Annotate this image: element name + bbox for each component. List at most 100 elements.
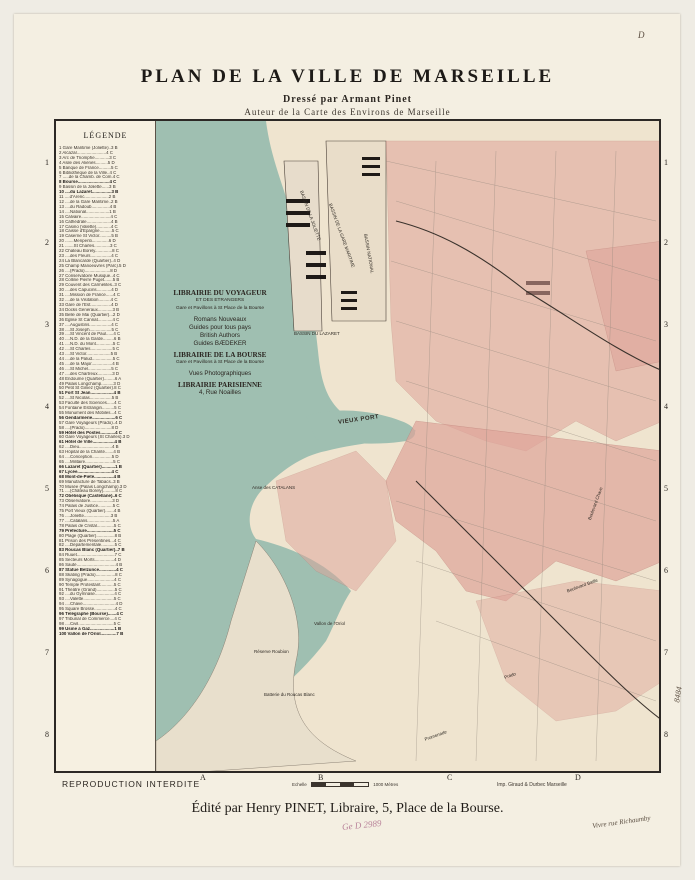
grid-number-left: 4 [45,402,49,411]
legend-item: 59 Hôtel des Postes............4 C [59,430,122,435]
legend-item: 69 Manufacture de Tabacs..3 B [59,479,120,484]
grid-number-left: 2 [45,238,49,247]
legend-item: 15 Calvaire........................4 C [59,214,118,219]
advert-line: LIBRAIRIE PARISIENNE [178,381,262,389]
legend-item: 23 ....des Fleurs.................4 C [59,253,119,258]
advert-line: 4, Rue Noailles [199,389,241,396]
map-subtitle-author: Auteur de la Carte des Environs de Marse… [244,107,451,117]
legend-item: 57 Gare Voyageurs (Prado)..4 D [59,420,122,425]
legend-item: 50 Petit St Giniez (Quartier).8 C [59,386,121,391]
legend-item: 60 Gare Voyageurs (St Charles).3 D [59,435,130,440]
legend-item: 42 ....St Charles..................5 C [59,347,120,352]
legend-item: 12 ....de la Gare Maritime..2 B [59,199,118,204]
legend-heading: LÉGENDE [83,131,128,140]
legend-item: 44 ....de la Palud.................5 C [59,356,120,361]
advert-line: Vues Photographiques [188,370,252,377]
legend-item: 83 Roucas Blanc (Quartier)..7 B [59,548,125,553]
label-anse-catalans: Anse des CATALANS [252,485,296,490]
legend-item: 67 Lycée............................4 C [59,469,119,474]
legend-item: 40 ....N.D. de la Garde.........6 B [59,337,121,342]
advert-line: Guides pour tous pays [189,324,251,331]
legend-item: 10 ....du Lazaret................3 B [59,190,119,195]
legend-item: 31 ....Mission de France......4 C [59,293,121,298]
legend-item: 49 Palais Longchamp..........3 D [59,381,121,386]
grid-number-right: 5 [664,484,668,493]
legend-item: 5 Banque de France..........5 C [59,165,118,170]
legend-item: 85 Secteurs Morts................4 D [59,558,121,563]
advert-line: LIBRAIRIE DE LA BOURSE [173,351,267,359]
legend-item: 82 ....Départementale...........5 C [59,543,122,548]
legend-item: 4 Asile des Aliénés..........5 D [59,160,115,165]
legend-item: 89 Synagogue......................4 C [59,577,121,582]
legend-item: 75 Port Vieux (Quartier).......4 B [59,509,121,514]
legend-item: 77 ....Catalans.....................5 A [59,518,120,523]
legend-item: 25 Champ Manoeuvres (Parc).5 D [59,263,126,268]
legend-item: 68 Mont-de-Piété................4 B [59,474,121,479]
legend-item: 88 Skating (Prado)................8 C [59,572,122,577]
legend-item: 36 Eglise St Cannat............4 C [59,317,120,322]
legend-item: 71 ....(Château Borely)..........8 C [59,489,123,494]
legend-item: 52 ....St Nicolas..................5 B [59,396,119,401]
advert-line: Guides BÆDEKER [193,340,247,347]
label-reserve-roubion: Réserve Roubion [254,649,289,654]
legend-item: 39 ....St Vincent de Paul......4 C [59,332,121,337]
grid-number-right: 6 [664,566,668,575]
legend-item: 61 Hôtel de Ville..................4 B [59,440,122,445]
legend-item: 9 Bassin de la Joliette......3 B [59,185,116,190]
legend-item: 16 Cathédrale....................4 B [59,219,118,224]
grid-letter-b-bottom: B [318,773,324,782]
legend-item: 62 ....Dieu...........................4 … [59,445,119,450]
legend-item: 33 Gare de l'Est.................4 D [59,303,118,307]
grid-number-right: 2 [664,238,668,247]
legend-item: 26 ....(Prado).....................8 D [59,268,118,273]
legend-item: 91 Théâtre (Grand)...............5 C [59,587,122,592]
city-blocks [275,140,659,722]
legend-item: 72 Obélisque (Castellane)..6 C [59,494,122,499]
street-grid [385,150,659,762]
legend-item: 2 Alcazar........................4 C [59,150,113,155]
advert-line: Gare et Pavillons à St Place de la Bours… [176,360,264,365]
legend-item: 63 Hôpital de la Charité.......4 B [59,450,121,455]
legend-item: 66 Lazaret (Quartier)...........1 B [59,464,122,469]
legend-item: 29 Couvent des Carmélites..3 C [59,283,122,288]
label-batterie-roucas: Batterie du Roucas Blanc [264,692,315,697]
grid-number-left: 6 [45,566,49,575]
legend-item: 76 ....Joliette......................3 B [59,513,118,518]
legend-item: 98 ....Civil............................… [59,621,121,626]
legend-item: 28 Colline Pierre Puget.......5 B [59,278,120,283]
legend-item: 64 ....Conception................5 D [59,455,119,460]
scale-bar-graphic [311,782,370,788]
legend-item: 24 La Blancarde (Quartier)..4 D [59,258,121,263]
legend-item: 81 Prison des Présentines...4 C [59,538,121,543]
advert-line: Gare et Pavillons à St Place de la Bours… [176,306,264,311]
scale-end: 1000 Mètres [373,782,399,787]
legend-item: 22 Chateau Borely..............8 C [59,249,119,254]
grid-letter-c-bottom: C [447,773,453,782]
legend-item: 54 Fontaine Estrangin..........5 C [59,406,121,411]
legend-item: 41 ....N.D. du Mont..............5 C [59,342,120,347]
grid-number-left: 7 [45,648,49,657]
legend-item: 32 ....de la Visitation..........4 C [59,298,118,303]
label-bassin-lazaret: BASSIN DU LAZARET [294,331,340,336]
legend-item: 80 Plage (Quartier)...............8 B [59,533,122,538]
legend-item: 7 .....de la Chamb. de Com.4 C [59,175,120,180]
legend-item: 79 Préfecture......................5 C [59,528,121,533]
legend-item: 20 .......Menpenti..............6 D [59,239,116,244]
legend-item: 34 Docks Généraux............3 B [59,307,120,312]
grid-number-left: 3 [45,320,49,329]
legend-item: 51 Fort St Jean...................4 B [59,391,121,396]
advert-line: LIBRAIRIE DU VOYAGEUR [173,289,267,297]
vieux-port-water [306,410,416,444]
legend-item: 84 Ruuet...............................7… [59,553,122,558]
grid-letter-a-bottom: A [200,773,206,782]
grid-number-left: 8 [45,730,49,739]
legend-item: 73 Observatoire..................3 D [59,499,120,504]
legend-item: 17 Casino (Valette)............4 C [59,224,118,229]
legend-item: 13 ....du Radoub...............4 B [59,204,117,209]
map-subtitle: Dressé par Armant Pinet [282,94,412,105]
legend-item: 55 Monument des Mobiles...4 C [59,410,121,415]
legend-item: 94 ....Chave...........................4… [59,602,123,607]
legend-item: 95 Square Brosse.................4 C [59,607,122,612]
